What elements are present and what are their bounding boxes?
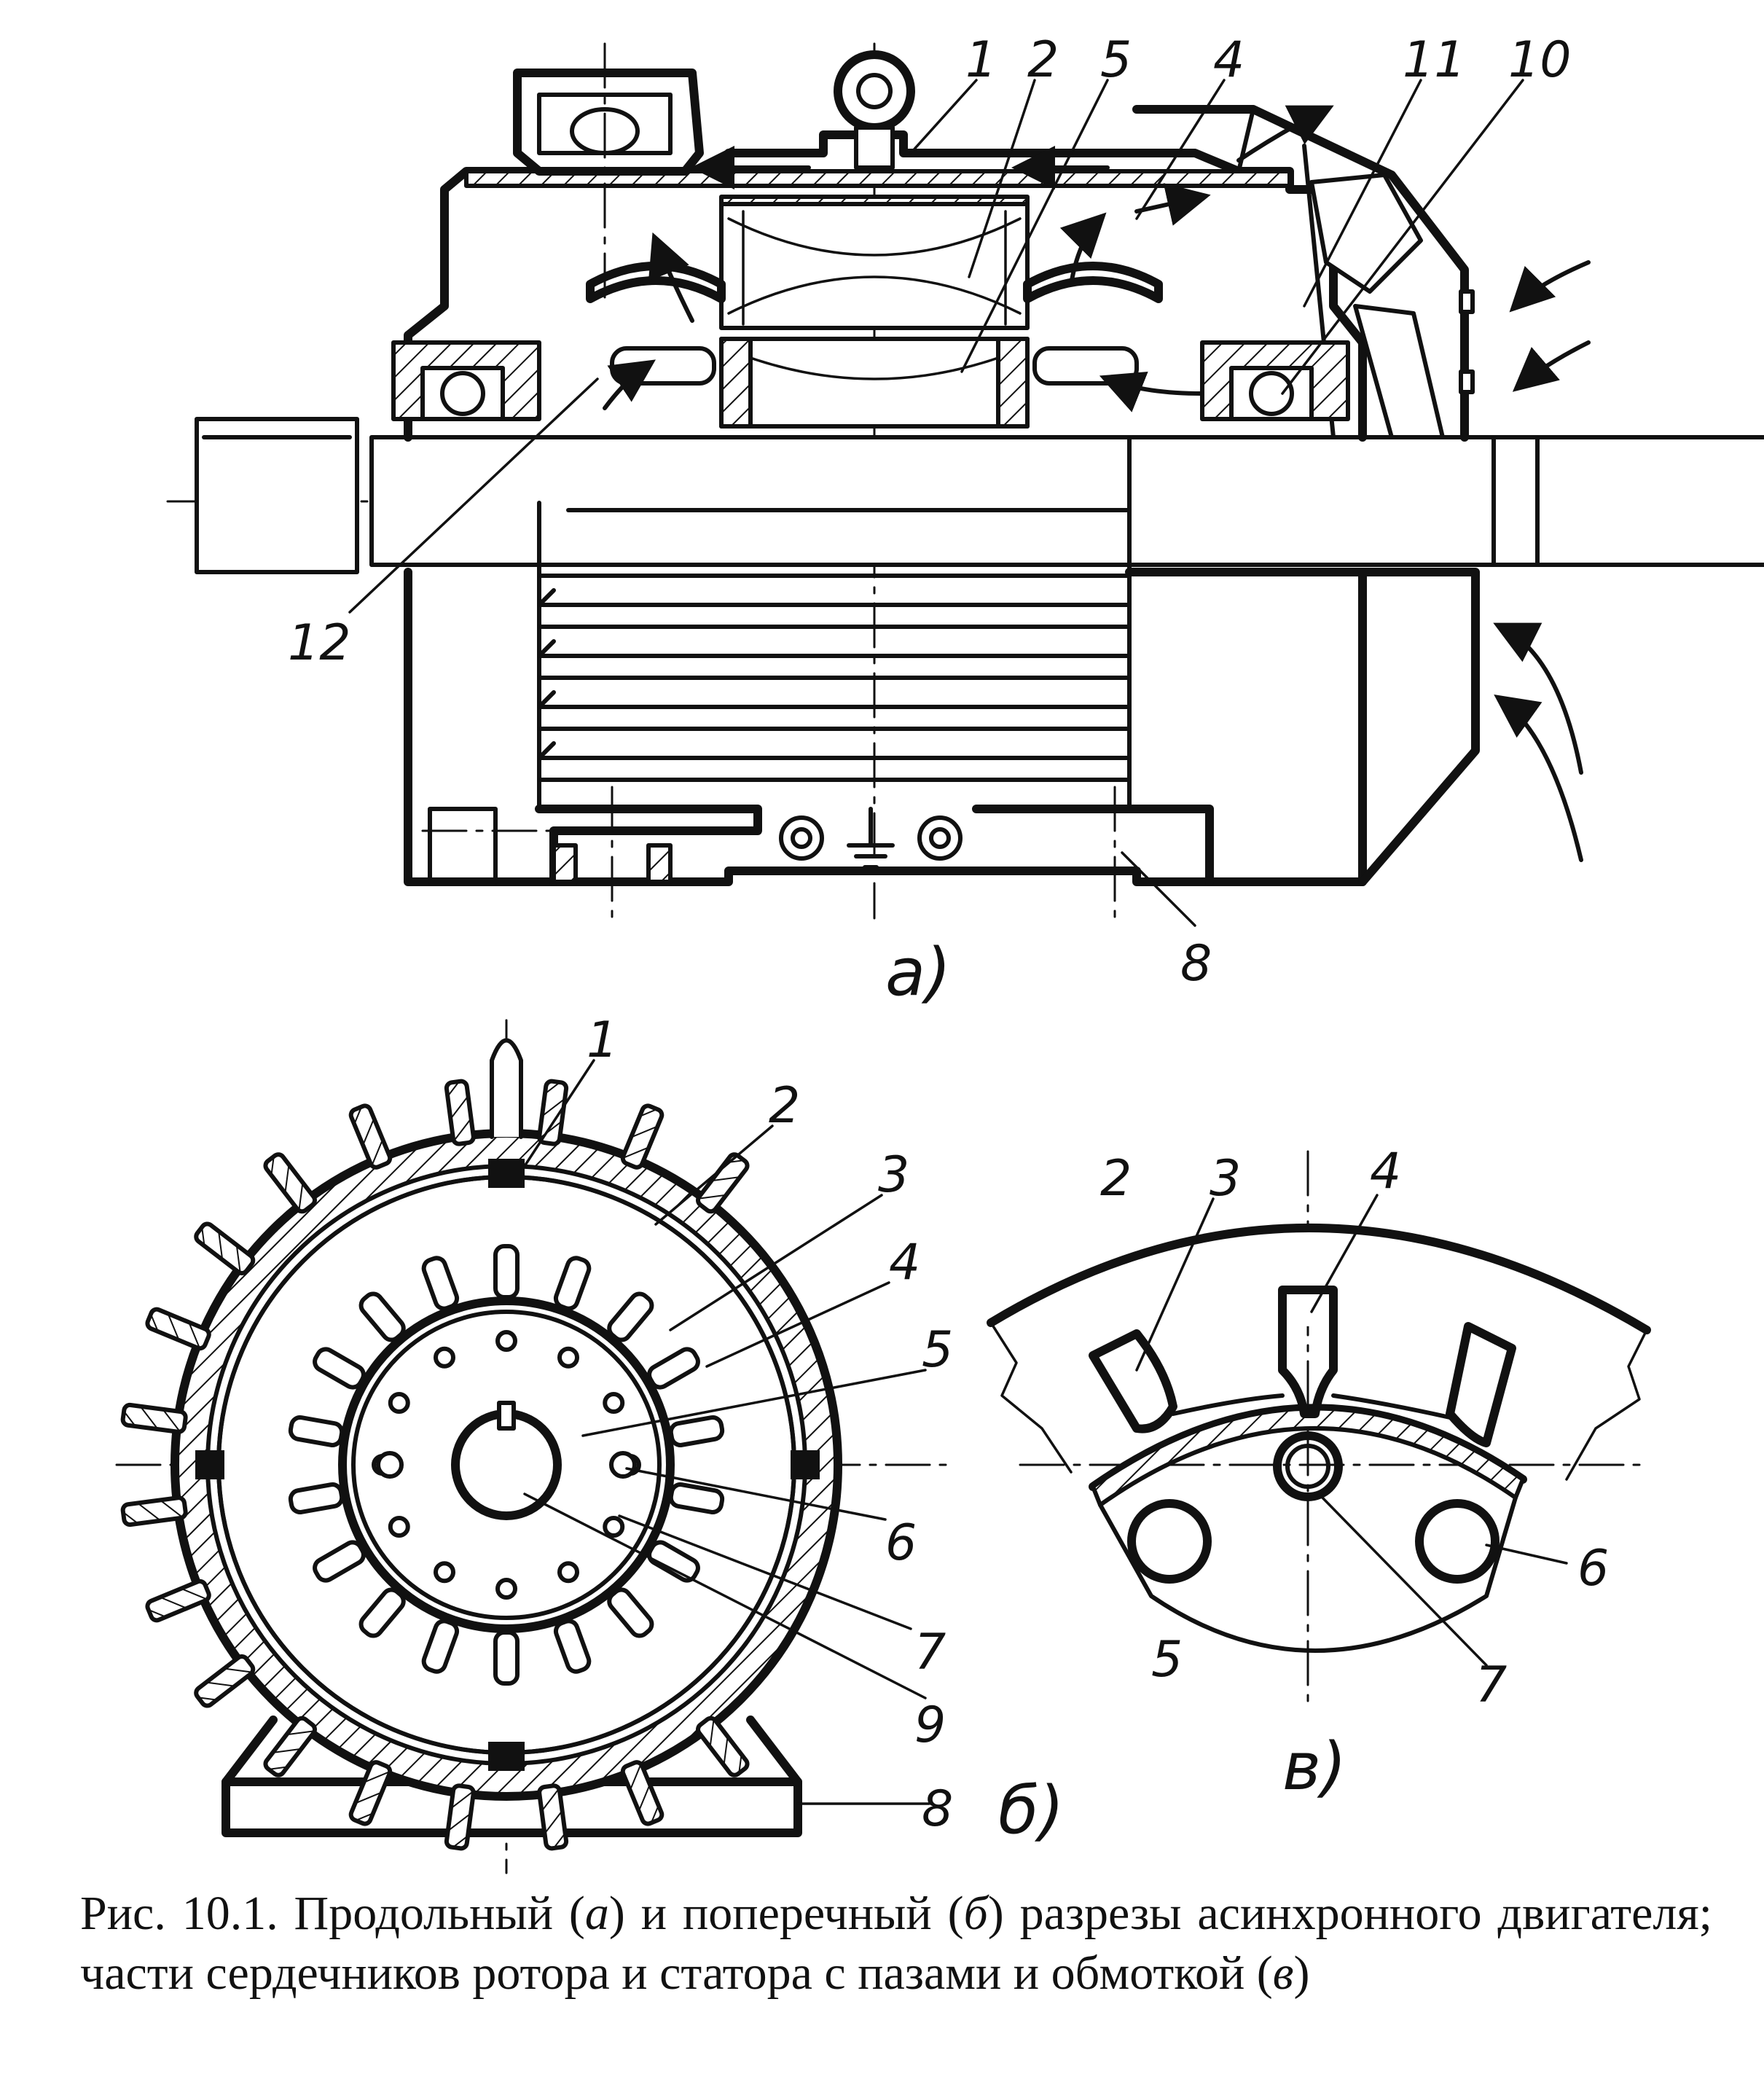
fin xyxy=(348,1103,393,1170)
stator-slot-right xyxy=(1446,1322,1516,1447)
rotor-bar xyxy=(557,1346,579,1369)
fin xyxy=(145,1579,211,1623)
callout-c-5: 5 xyxy=(1151,1631,1183,1689)
callout-a-4: 4 xyxy=(1213,31,1244,89)
bearing-left xyxy=(391,340,541,421)
callout-c-2: 2 xyxy=(1100,1150,1132,1208)
fin xyxy=(263,1152,317,1214)
leaders-c xyxy=(1135,1194,1568,1667)
rotor-bar xyxy=(388,1516,410,1538)
stator-winding-left xyxy=(586,262,726,303)
fin xyxy=(696,1716,750,1777)
callout-b-8: 8 xyxy=(922,1780,953,1838)
fin xyxy=(145,1307,211,1351)
callout-c-4: 4 xyxy=(1370,1143,1401,1200)
view-b-cross-section: 1 2 3 4 5 6 7 9 8 б) xyxy=(115,1012,1065,1874)
view-a-longitudinal-section: 1 2 5 4 11 10 12 8 а) xyxy=(166,31,1764,1011)
figure-caption: Рис. 10.1. Продольный (а) и поперечный (… xyxy=(80,1887,1713,2000)
callout-a-12: 12 xyxy=(288,614,351,672)
fin xyxy=(537,1783,569,1851)
fin xyxy=(620,1103,665,1170)
callout-b-3: 3 xyxy=(878,1146,909,1204)
fin xyxy=(120,1402,188,1434)
fin xyxy=(537,1079,569,1146)
rotor-bar xyxy=(603,1392,625,1414)
callout-a-5: 5 xyxy=(1100,31,1132,89)
cooling-fins xyxy=(537,574,1132,782)
callout-a-10: 10 xyxy=(1508,31,1572,89)
stator-winding-right xyxy=(1023,262,1163,303)
view-a-label: а) xyxy=(885,934,951,1011)
callout-b-5: 5 xyxy=(922,1321,953,1379)
rotor-bar xyxy=(495,1330,517,1352)
callout-a-11: 11 xyxy=(1403,31,1466,89)
fin xyxy=(620,1760,665,1826)
leaders-b xyxy=(523,1059,930,1805)
foot xyxy=(421,786,1214,923)
fin xyxy=(444,1079,476,1146)
rotor-core-upper xyxy=(719,337,1030,429)
shaft xyxy=(195,417,1764,574)
rotor-bar xyxy=(557,1561,579,1584)
stator-slot-3 xyxy=(1089,1329,1177,1433)
callout-b-6: 6 xyxy=(885,1514,917,1572)
stator-core-upper xyxy=(719,202,1030,330)
fin xyxy=(194,1221,256,1275)
rotor-bar xyxy=(603,1516,625,1538)
callout-a-2: 2 xyxy=(1027,31,1059,89)
fan-cover xyxy=(1132,105,1475,442)
rotor-bar xyxy=(434,1561,455,1584)
leaders-a xyxy=(348,79,1524,927)
grounding-terminals xyxy=(779,807,963,869)
callout-b-2: 2 xyxy=(769,1077,800,1135)
rotor-bar xyxy=(495,1578,517,1600)
rotor-bar-small xyxy=(1273,1431,1343,1501)
callout-c-7: 7 xyxy=(1475,1656,1507,1714)
callout-b-1: 1 xyxy=(587,1012,618,1069)
view-c-label: в) xyxy=(1282,1729,1346,1805)
callout-b-9: 9 xyxy=(914,1697,946,1754)
fin xyxy=(194,1654,256,1708)
callout-a-8: 8 xyxy=(1180,935,1212,993)
terminal-box xyxy=(513,42,704,308)
bearing-right xyxy=(1200,340,1350,421)
fin xyxy=(444,1783,476,1851)
rotor-bar-large-left xyxy=(1127,1499,1212,1584)
callout-b-4: 4 xyxy=(889,1234,920,1291)
callout-a-1: 1 xyxy=(965,31,997,89)
callout-b-7: 7 xyxy=(914,1624,946,1681)
frame-fins xyxy=(120,1079,750,1851)
callout-c-6: 6 xyxy=(1577,1540,1609,1597)
stator-sector xyxy=(987,1224,1651,1334)
callout-c-3: 3 xyxy=(1210,1150,1241,1208)
lifting-eye xyxy=(834,50,915,170)
fin xyxy=(120,1495,188,1527)
view-c-slot-detail: 2 3 4 6 5 7 в) xyxy=(987,1143,1651,1805)
view-b-label: б) xyxy=(998,1772,1065,1849)
stator-slot-4 xyxy=(1278,1286,1338,1418)
fin xyxy=(263,1716,317,1777)
rotor-bar-large-right xyxy=(1415,1499,1500,1584)
fin xyxy=(696,1152,750,1214)
rotor-bar xyxy=(388,1392,410,1414)
rotor-bar xyxy=(434,1346,455,1369)
fin xyxy=(348,1760,393,1826)
